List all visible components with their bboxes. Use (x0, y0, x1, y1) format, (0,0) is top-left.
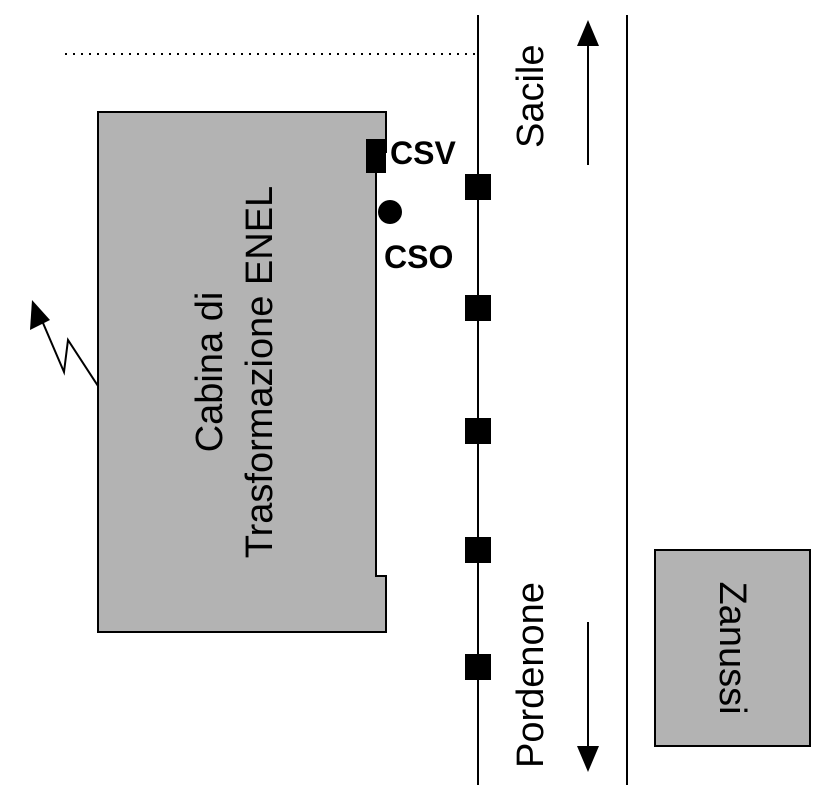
csv-sensor-square (366, 139, 386, 173)
csv-label: CSV (390, 135, 456, 171)
enel-building (97, 111, 387, 633)
zanussi-building (654, 549, 811, 747)
arrow-up-icon (577, 20, 599, 165)
direction-down-label: Pordenone (510, 582, 552, 768)
building-label: Cabina di Trasformazione ENEL (189, 186, 281, 558)
roadside-sensor-4 (465, 537, 491, 563)
roadside-sensor-5 (465, 654, 491, 680)
direction-up-label: Sacile (510, 45, 552, 149)
lightning-arrow-icon (30, 300, 99, 387)
cso-label: CSO (384, 239, 453, 275)
building-label-line2: Trasformazione ENEL (239, 186, 281, 558)
arrow-down-icon (577, 622, 599, 772)
building-label-line1: Cabina di (189, 292, 231, 453)
roadside-sensor-1 (465, 174, 491, 200)
neighbour-label: Zanussi (711, 581, 753, 714)
roadside-sensor-3 (465, 418, 491, 444)
cso-station-circle (378, 200, 402, 224)
roadside-sensor-2 (465, 295, 491, 321)
